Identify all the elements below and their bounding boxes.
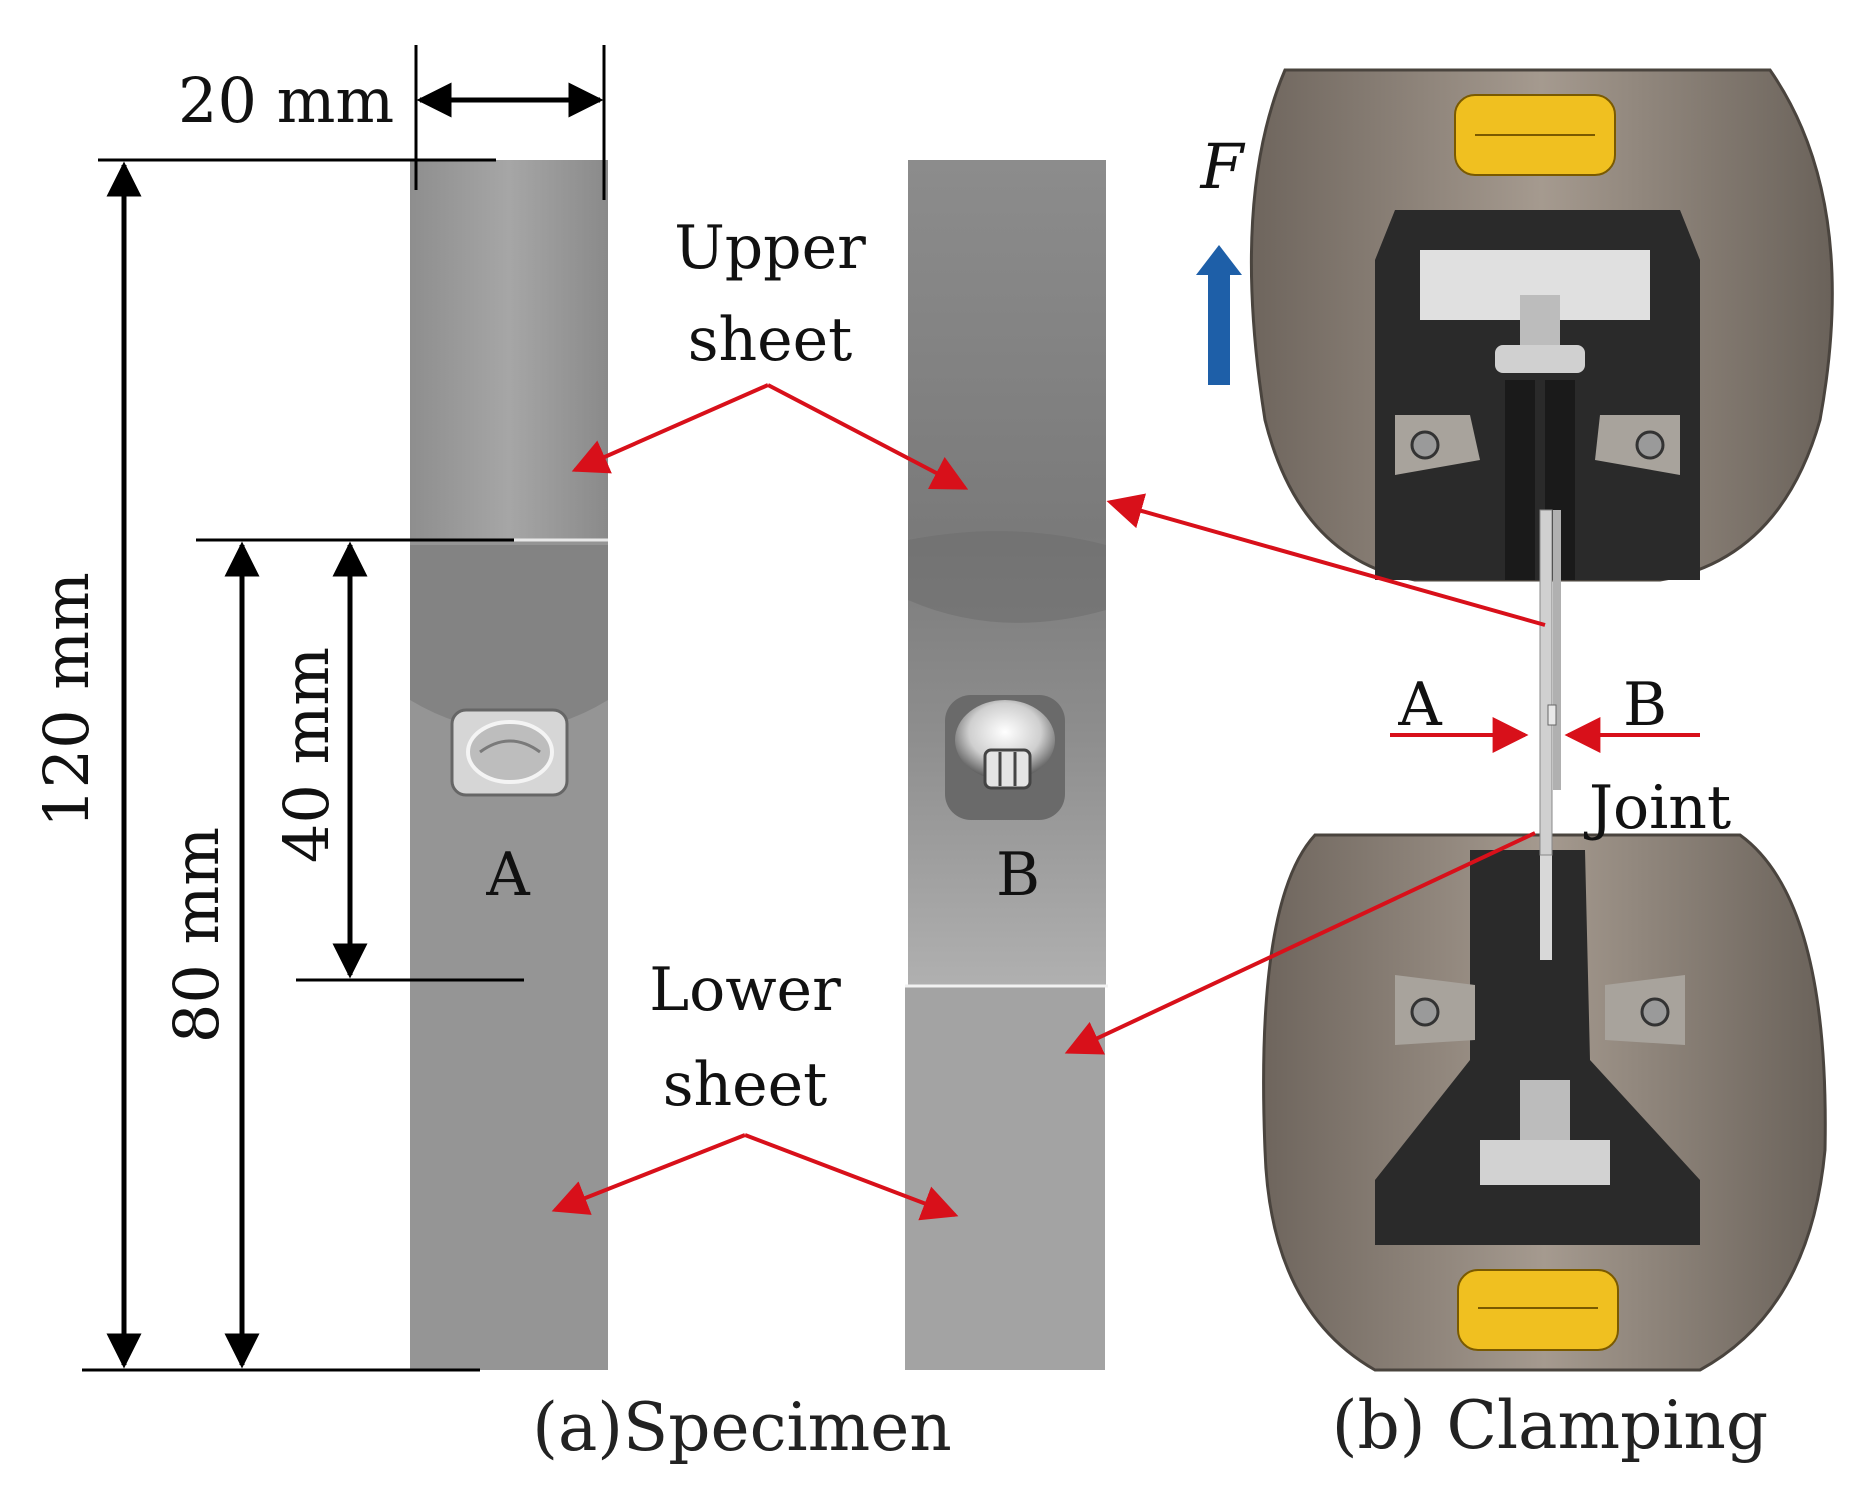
clamped-specimen xyxy=(1539,509,1561,856)
lower-length-label: 80 mm xyxy=(160,827,233,1043)
joint-a-nugget xyxy=(450,708,569,797)
clamp-lower-pointer xyxy=(1064,831,1536,1055)
upper-clamp xyxy=(1249,68,1834,582)
pointer-arrows-b xyxy=(1064,493,1546,1055)
lower-sheet-arrow-a xyxy=(551,1133,746,1215)
joint-b-nugget xyxy=(945,695,1065,820)
side-a-label: A xyxy=(1397,670,1442,740)
total-length-label: 120 mm xyxy=(30,572,103,828)
lower-sheet-label-line2: sheet xyxy=(663,1050,828,1120)
specimen-a-overlap-shade xyxy=(410,545,608,730)
specimen-a-upper-sheet xyxy=(410,160,608,540)
specimen-b xyxy=(905,160,1108,1370)
force-label: F xyxy=(1199,130,1245,203)
upper-sheet-arrow-b xyxy=(767,383,969,490)
upper-sheet-label-line1: Upper xyxy=(674,213,866,283)
specimen-b-dark-band xyxy=(908,531,1106,623)
specimen-b-lower-sheet xyxy=(905,986,1105,1370)
lower-clamp-label-plate xyxy=(1457,1269,1619,1351)
clamp-upper-pointer xyxy=(1106,493,1546,627)
specimen-a xyxy=(410,160,608,1370)
joint-a-label: A xyxy=(485,840,530,910)
dimension-lines xyxy=(82,45,606,1372)
caption-clamping: (b) Clamping xyxy=(1332,1387,1768,1464)
upper-sheet-arrow-a xyxy=(571,383,769,474)
lower-sheet-arrow-b xyxy=(744,1133,959,1221)
force-arrow xyxy=(1196,245,1242,385)
lower-sheet-label-line1: Lower xyxy=(649,955,841,1025)
overlap-length-label: 40 mm xyxy=(270,647,343,863)
caption-specimen: (a)Specimen xyxy=(532,1389,952,1466)
width-dimension-label: 20 mm xyxy=(178,64,394,137)
lower-clamp xyxy=(1262,833,1827,1372)
upper-sheet-label-line2: sheet xyxy=(688,305,853,375)
joint-label: Joint xyxy=(1583,773,1731,843)
joint-b-label: B xyxy=(996,840,1040,910)
pointer-arrows-a xyxy=(551,383,969,1221)
side-b-label: B xyxy=(1623,670,1667,740)
